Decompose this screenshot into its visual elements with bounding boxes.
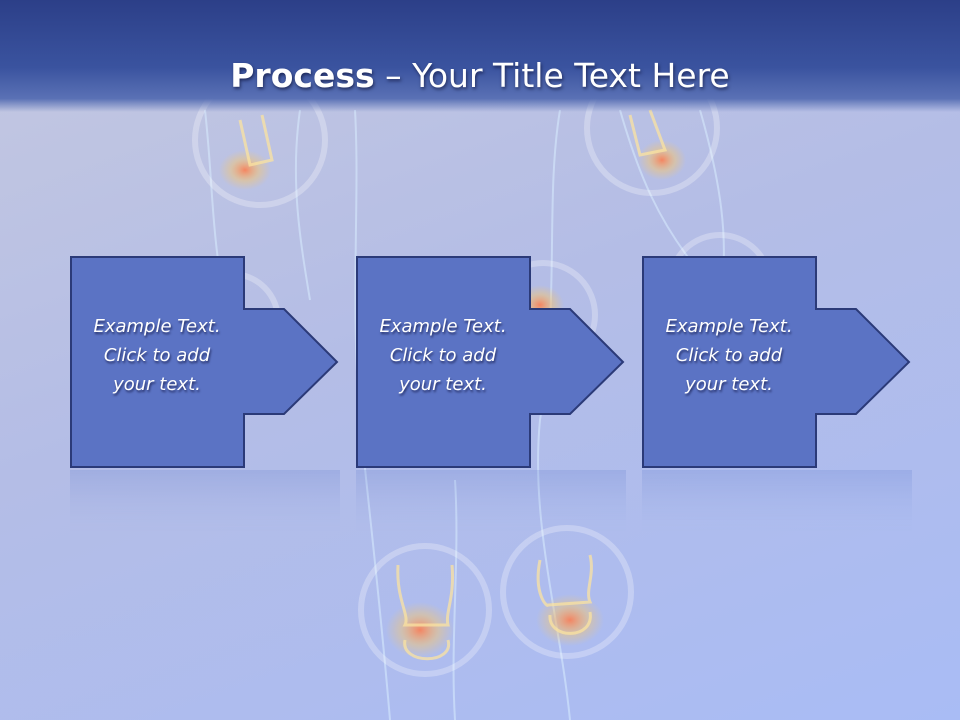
step-2-reflection — [356, 470, 626, 540]
step-2-line-2: Click to add — [389, 345, 497, 366]
step-3-line-2: Click to add — [675, 345, 783, 366]
step-3-text[interactable]: Example Text. Click to add your text. — [642, 312, 816, 399]
slide-title[interactable]: Process – Your Title Text Here — [0, 54, 960, 98]
process-step-1[interactable]: Example Text. Click to add your text. — [70, 256, 340, 468]
title-rest-part: – Your Title Text Here — [374, 56, 730, 95]
step-1-reflection — [70, 470, 340, 540]
step-3-line-1: Example Text. — [665, 316, 793, 337]
step-2-text[interactable]: Example Text. Click to add your text. — [356, 312, 530, 399]
step-2-line-3: your text. — [399, 374, 487, 395]
step-3-line-3: your text. — [685, 374, 773, 395]
step-3-arrow-shape — [642, 256, 911, 468]
title-bold-part: Process — [230, 56, 375, 95]
step-3-reflection — [642, 470, 912, 540]
process-step-3[interactable]: Example Text. Click to add your text. — [642, 256, 912, 468]
step-1-line-2: Click to add — [103, 345, 211, 366]
step-1-text[interactable]: Example Text. Click to add your text. — [70, 312, 244, 399]
title-bar — [0, 0, 960, 112]
step-2-arrow-shape — [356, 256, 625, 468]
step-1-arrow-shape — [70, 256, 339, 468]
process-step-2[interactable]: Example Text. Click to add your text. — [356, 256, 626, 468]
step-1-line-3: your text. — [113, 374, 201, 395]
step-2-line-1: Example Text. — [379, 316, 507, 337]
step-1-line-1: Example Text. — [93, 316, 221, 337]
